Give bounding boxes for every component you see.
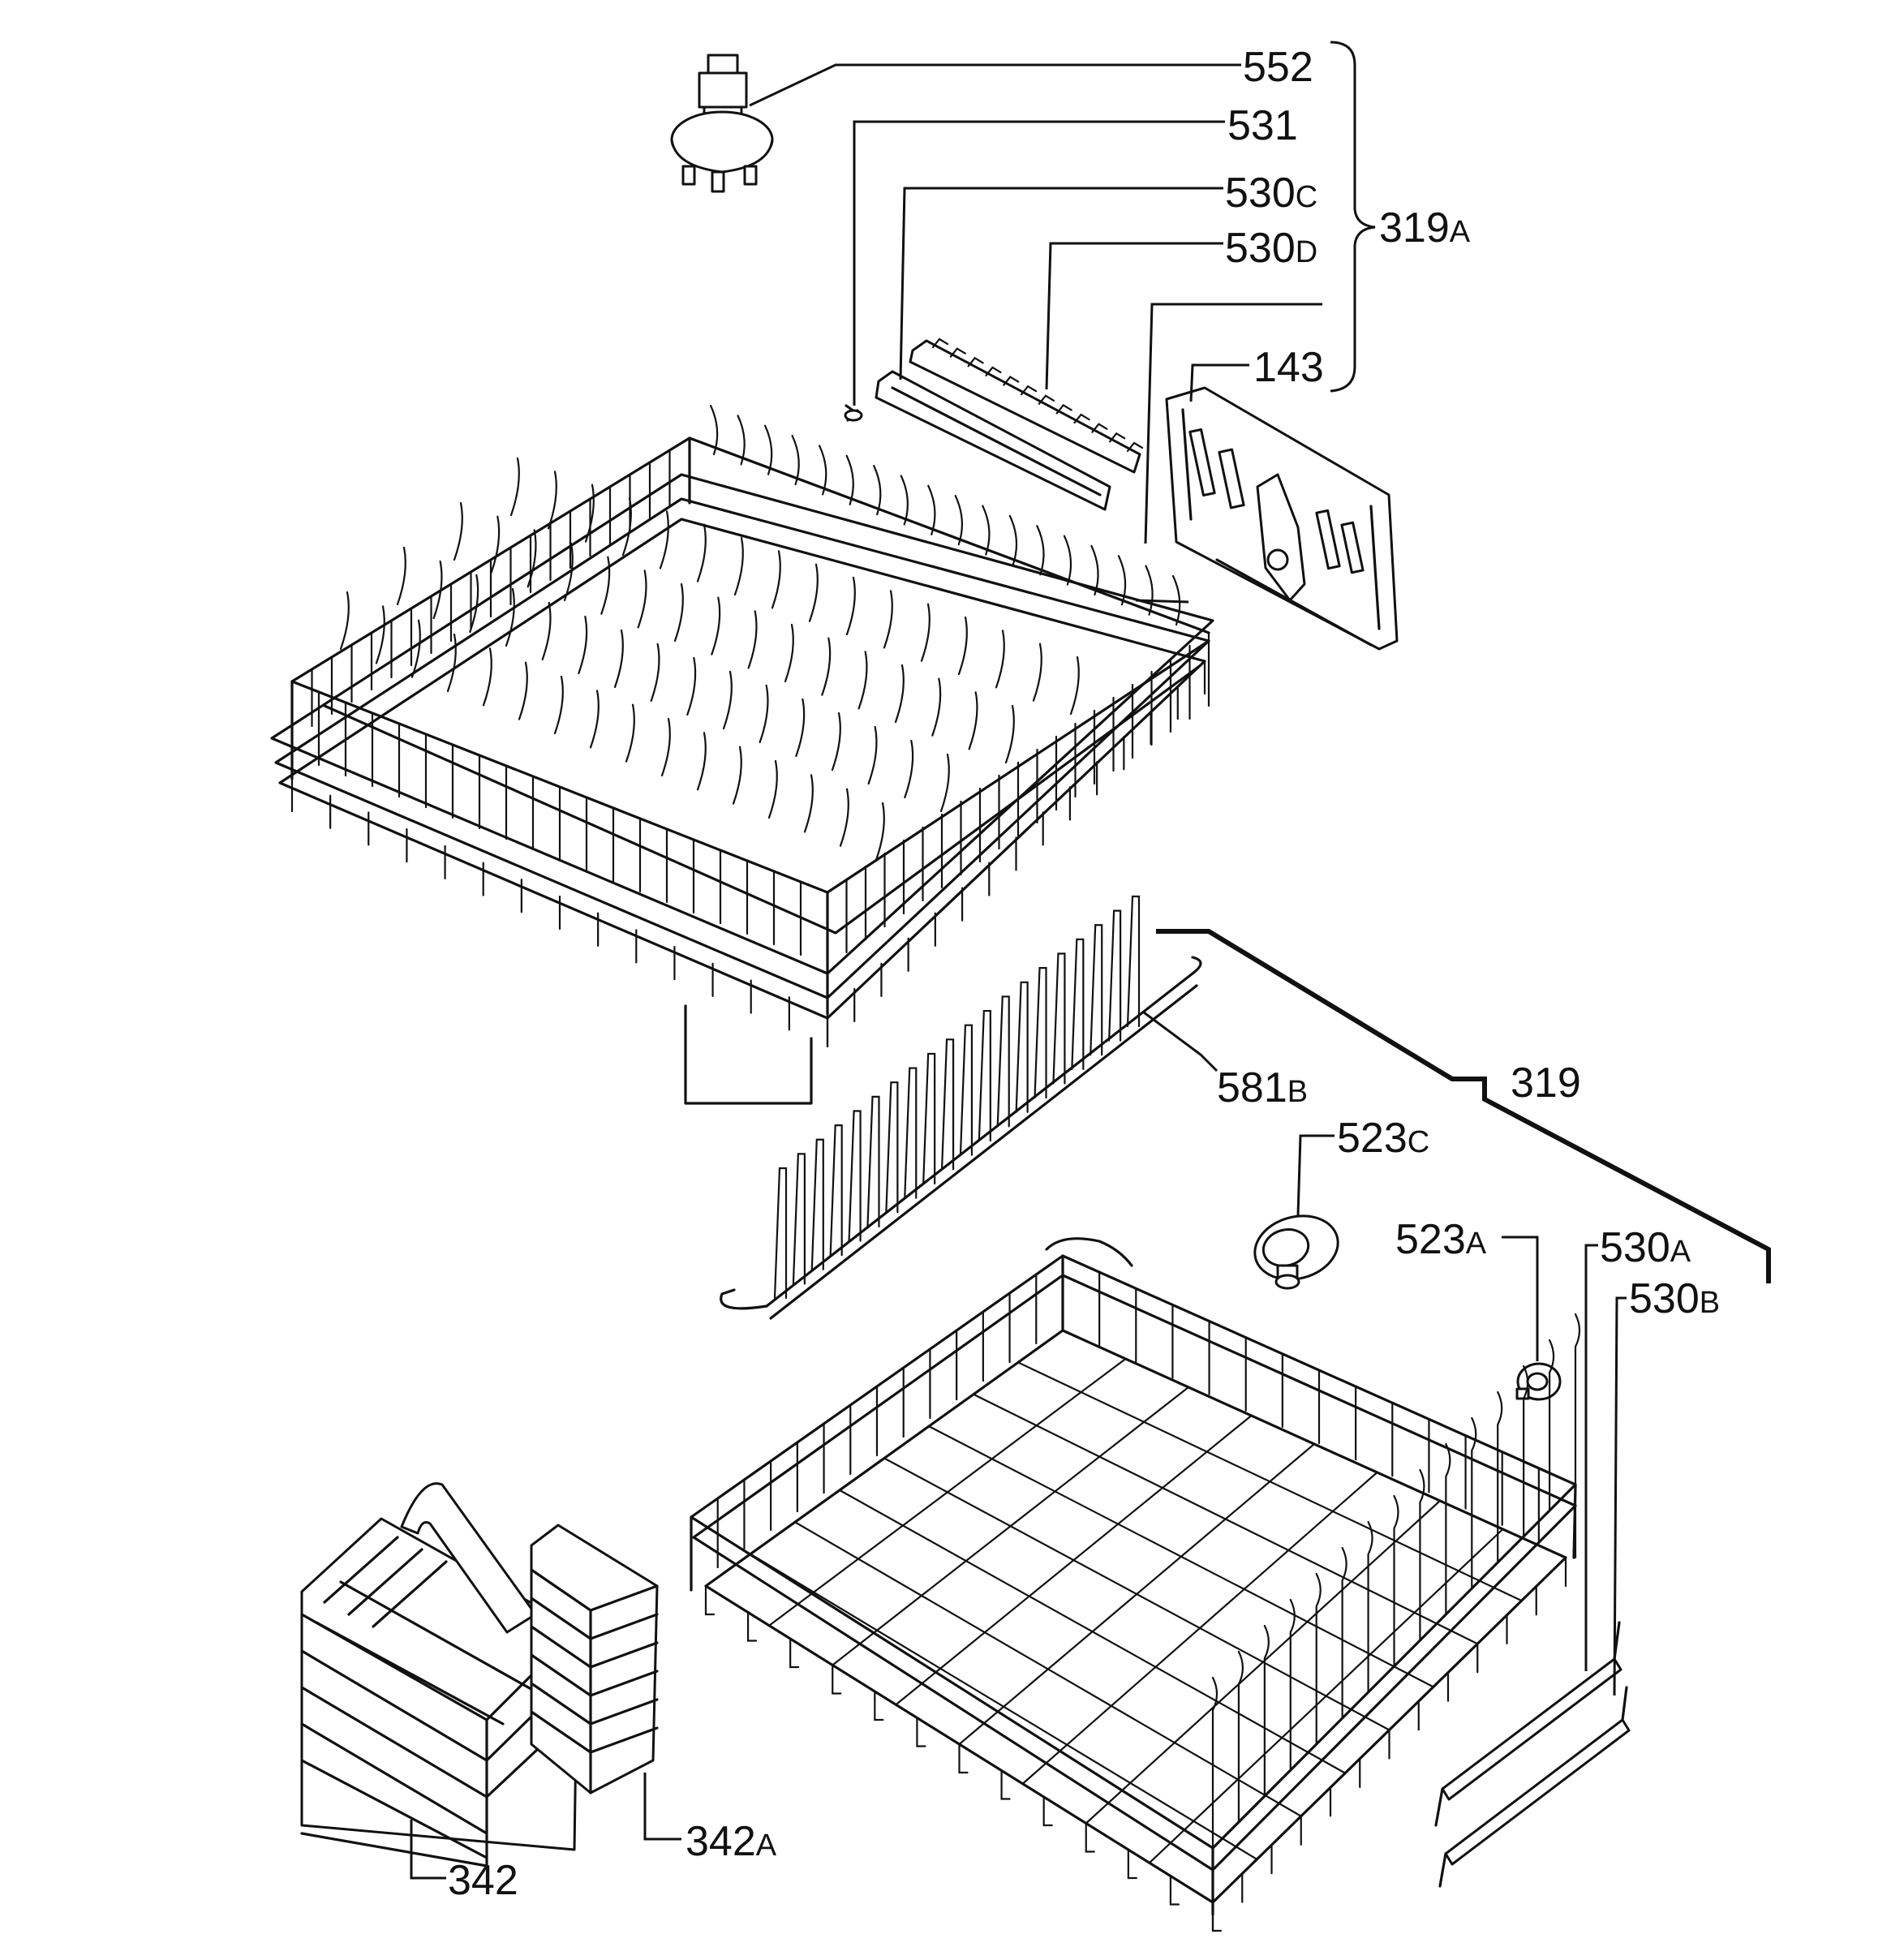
callout-530a: 530A xyxy=(1600,1224,1691,1271)
upper-rack xyxy=(270,404,1214,1105)
leader-lines xyxy=(410,63,1627,1880)
part-530d-toothed-rail xyxy=(909,337,1144,474)
callout-531: 531 xyxy=(1227,102,1298,149)
part-530b-rail xyxy=(1438,1686,1631,1888)
bracket-319 xyxy=(1156,929,1771,1283)
part-531-screw xyxy=(844,404,863,422)
part-523a-wheel xyxy=(1515,1362,1562,1401)
callout-319: 319 xyxy=(1511,1059,1581,1107)
part-523c-wheel xyxy=(1253,1214,1339,1290)
part-581b-tine-row xyxy=(720,895,1202,1320)
part-530c-rail xyxy=(875,370,1111,511)
bracket-319a xyxy=(1330,41,1376,393)
part-143-bracket xyxy=(1165,386,1399,651)
callout-530c: 530C xyxy=(1225,170,1317,217)
callout-523a: 523A xyxy=(1395,1216,1487,1263)
part-552-spray-hub xyxy=(670,54,774,193)
callout-342: 342 xyxy=(448,1857,518,1904)
callout-319a: 319A xyxy=(1379,204,1471,251)
lower-rack xyxy=(690,1237,1581,1932)
callout-530d: 530D xyxy=(1225,225,1317,272)
callout-342a: 342A xyxy=(686,1818,777,1865)
part-342a-small-basket xyxy=(530,1524,659,1794)
callout-143: 143 xyxy=(1253,344,1324,391)
callout-523c: 523C xyxy=(1337,1115,1429,1162)
callout-552: 552 xyxy=(1243,44,1313,91)
callout-530b: 530B xyxy=(1629,1275,1720,1322)
callout-581b: 581B xyxy=(1217,1064,1308,1111)
part-342-cutlery-basket xyxy=(300,1482,579,1867)
